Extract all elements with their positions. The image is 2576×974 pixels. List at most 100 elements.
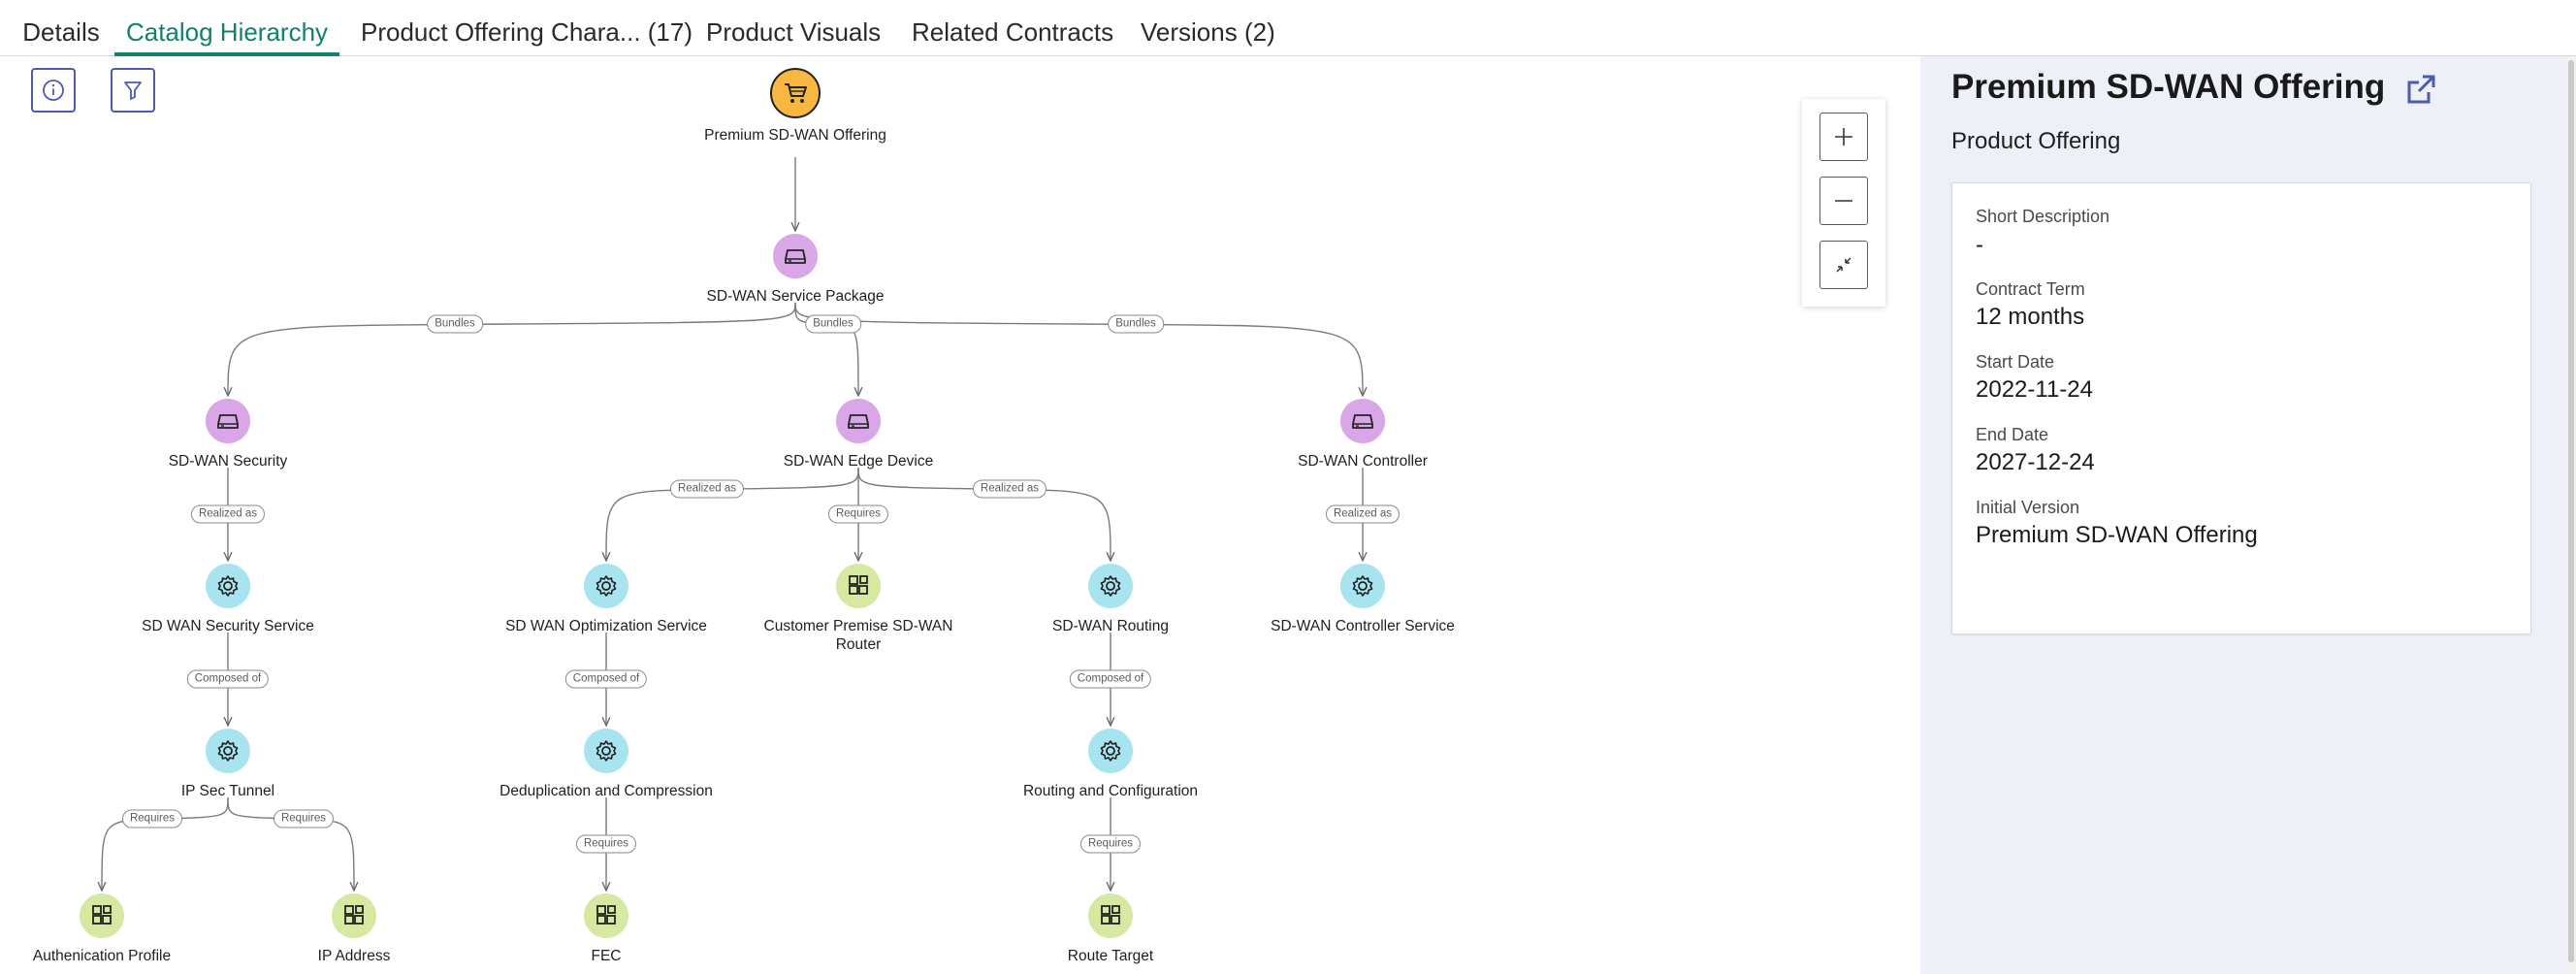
resource-blocks-icon: [593, 902, 620, 929]
gear-icon: [593, 737, 620, 764]
tab-product-offering-characteristics[interactable]: Product Offering Chara... (17): [361, 17, 693, 47]
field-value-initial-version: Premium SD-WAN Offering: [1976, 522, 2258, 548]
node-n12[interactable]: [1088, 729, 1133, 773]
node-n0[interactable]: [770, 68, 821, 118]
edge-n1-n4: [794, 302, 1363, 396]
node-n3[interactable]: [836, 399, 881, 443]
node-n7[interactable]: [836, 564, 881, 608]
zoom-controls: [1802, 99, 1885, 307]
node-n8[interactable]: [1088, 564, 1133, 608]
tab-product-visuals[interactable]: Product Visuals: [706, 17, 882, 47]
gear-icon: [593, 572, 620, 600]
edge-label: Realized as: [1325, 504, 1401, 524]
node-n9[interactable]: [1340, 564, 1385, 608]
node-n5[interactable]: [206, 564, 250, 608]
edge-label: Realized as: [190, 504, 266, 524]
node-label[interactable]: SD-WAN Edge Device: [783, 453, 934, 470]
tab-versions[interactable]: Versions (2): [1141, 17, 1275, 47]
edge-label: Composed of: [564, 669, 648, 689]
gear-icon: [214, 737, 242, 764]
edge-label: Requires: [827, 504, 889, 524]
node-n10[interactable]: [206, 729, 250, 773]
edge-label: Requires: [1079, 834, 1142, 854]
node-label[interactable]: IP Address: [317, 948, 391, 964]
node-label[interactable]: Premium SD-WAN Offering: [704, 127, 886, 144]
gear-icon: [1349, 572, 1376, 600]
hierarchy-graph: [0, 157, 1920, 974]
node-n1[interactable]: [773, 234, 818, 278]
node-label[interactable]: SD-WAN Controller Service: [1271, 618, 1455, 634]
node-label[interactable]: SD WAN Optimization Service: [505, 618, 707, 634]
panel-scrollbar-thumb[interactable]: [2568, 60, 2574, 962]
edge-n1-n2: [228, 302, 796, 396]
filter-button[interactable]: [111, 68, 155, 113]
collapse-icon: [1836, 257, 1852, 273]
resource-blocks-icon: [340, 902, 368, 929]
edge-label: Bundles: [427, 314, 483, 334]
field-label-start-date: Start Date: [1976, 352, 2055, 372]
cart-icon: [781, 79, 810, 108]
node-label[interactable]: Deduplication and Compression: [499, 783, 713, 799]
node-label[interactable]: SD-WAN Service Package: [706, 288, 885, 305]
node-label[interactable]: Customer Premise SD-WAN Router: [763, 618, 953, 653]
tab-related-contracts[interactable]: Related Contracts: [912, 17, 1114, 47]
field-label-initial-version: Initial Version: [1976, 498, 2080, 517]
gear-icon: [1097, 737, 1124, 764]
resource-blocks-icon: [1097, 902, 1124, 929]
edge-label: Realized as: [669, 479, 745, 499]
open-external-button[interactable]: [2403, 72, 2438, 107]
details-card: Short Description - Contract Term 12 mon…: [1951, 182, 2531, 634]
edge-label: Requires: [121, 809, 183, 828]
zoom-in-button[interactable]: [1819, 113, 1868, 161]
node-label[interactable]: FEC: [591, 948, 622, 964]
node-n6[interactable]: [584, 564, 628, 608]
tab-catalog-hierarchy[interactable]: Catalog Hierarchy: [114, 0, 339, 56]
node-label[interactable]: Authenication Profile: [32, 948, 172, 964]
node-n11[interactable]: [584, 729, 628, 773]
tab-bar: Details Catalog Hierarchy Product Offeri…: [0, 0, 2576, 56]
field-label-short-description: Short Description: [1976, 207, 2110, 226]
edge-label: Bundles: [805, 314, 861, 334]
node-label[interactable]: SD-WAN Controller: [1298, 453, 1428, 470]
node-n4[interactable]: [1340, 399, 1385, 443]
info-button[interactable]: [31, 68, 76, 113]
field-value-start-date: 2022-11-24: [1976, 376, 2093, 403]
node-label[interactable]: SD WAN Security Service: [142, 618, 314, 634]
field-label-contract-term: Contract Term: [1976, 279, 2085, 299]
node-n2[interactable]: [206, 399, 250, 443]
edge-label: Requires: [575, 834, 637, 854]
node-n14[interactable]: [332, 893, 376, 938]
details-panel: Premium SD-WAN Offering Product Offering…: [1920, 56, 2576, 974]
node-label[interactable]: Routing and Configuration: [1022, 783, 1199, 799]
edge-label: Composed of: [186, 669, 270, 689]
product-icon: [214, 407, 242, 435]
panel-subtitle: Product Offering: [1951, 128, 2121, 154]
resource-blocks-icon: [845, 572, 872, 600]
fit-view-button[interactable]: [1819, 241, 1868, 289]
node-label[interactable]: SD-WAN Security: [168, 453, 288, 470]
field-value-contract-term: 12 months: [1976, 304, 2085, 330]
product-icon: [1349, 407, 1376, 435]
node-n16[interactable]: [1088, 893, 1133, 938]
edge-label: Bundles: [1108, 314, 1164, 334]
product-icon: [845, 407, 872, 435]
tab-details[interactable]: Details: [22, 17, 100, 47]
node-n15[interactable]: [584, 893, 628, 938]
gear-icon: [214, 572, 242, 600]
minus-icon: [1835, 200, 1852, 202]
zoom-out-button[interactable]: [1819, 177, 1868, 225]
info-icon: [43, 80, 64, 101]
plus-icon: [1835, 128, 1852, 146]
node-label[interactable]: IP Sec Tunnel: [180, 783, 275, 799]
node-label[interactable]: SD-WAN Routing: [1051, 618, 1169, 634]
field-value-short-description: -: [1976, 232, 1983, 258]
product-icon: [782, 243, 809, 270]
node-n13[interactable]: [80, 893, 124, 938]
node-label[interactable]: Route Target: [1067, 948, 1154, 964]
field-value-end-date: 2027-12-24: [1976, 449, 2095, 475]
gear-icon: [1097, 572, 1124, 600]
panel-title: Premium SD-WAN Offering: [1951, 68, 2386, 106]
external-link-icon: [2407, 75, 2435, 104]
resource-blocks-icon: [88, 902, 115, 929]
